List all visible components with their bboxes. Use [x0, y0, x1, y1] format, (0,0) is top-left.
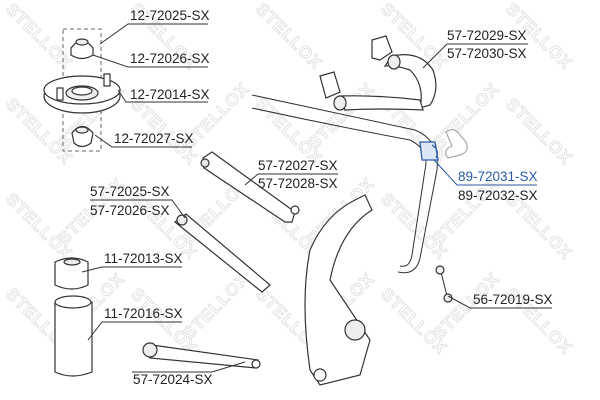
label-57-72028[interactable]: 57-72028-SX — [258, 176, 338, 191]
label-57-72027[interactable]: 57-72027-SX — [258, 158, 338, 173]
watermark-text: STELLOX — [304, 79, 378, 153]
watermark-text: STELLOX — [179, 269, 253, 343]
label-12-72025[interactable]: 12-72025-SX — [130, 8, 210, 23]
label-89-72032[interactable]: 89-72032-SX — [458, 188, 538, 203]
part-89-72032-bracket — [445, 129, 468, 159]
watermark-text: STELLOX — [252, 0, 326, 73]
part-57-72024-link — [142, 342, 261, 369]
label-56-72019[interactable]: 56-72019-SX — [473, 292, 553, 307]
stabilizer-bar — [251, 94, 438, 274]
part-11-72016-boot — [54, 295, 93, 377]
label-12-72027[interactable]: 12-72027-SX — [114, 131, 194, 146]
label-11-72013[interactable]: 11-72013-SX — [104, 251, 183, 266]
knuckle — [304, 194, 373, 386]
part-57-72025-arm — [174, 213, 271, 293]
label-11-72016[interactable]: 11-72016-SX — [104, 306, 183, 321]
label-57-72029[interactable]: 57-72029-SX — [447, 28, 527, 43]
part-57-72027-arm — [200, 151, 300, 223]
part-12-72025 — [70, 38, 94, 60]
part-12-72014 — [43, 73, 121, 114]
part-12-72027 — [71, 125, 94, 148]
label-89-72031[interactable]: 89-72031-SX — [458, 169, 538, 184]
label-57-72030[interactable]: 57-72030-SX — [447, 46, 527, 61]
watermark-text: STELLOX — [502, 94, 576, 168]
part-11-72013-bump-stop — [54, 257, 89, 290]
label-57-72024[interactable]: 57-72024-SX — [133, 372, 213, 387]
leader-lines — [81, 23, 552, 373]
watermark-text: STELLOX — [2, 0, 76, 73]
label-12-72026[interactable]: 12-72026-SX — [130, 51, 210, 66]
part-89-72031-bushing — [419, 141, 439, 161]
label-57-72025[interactable]: 57-72025-SX — [90, 184, 170, 199]
label-12-72014[interactable]: 12-72014-SX — [130, 87, 210, 102]
label-57-72026[interactable]: 57-72026-SX — [90, 203, 170, 218]
